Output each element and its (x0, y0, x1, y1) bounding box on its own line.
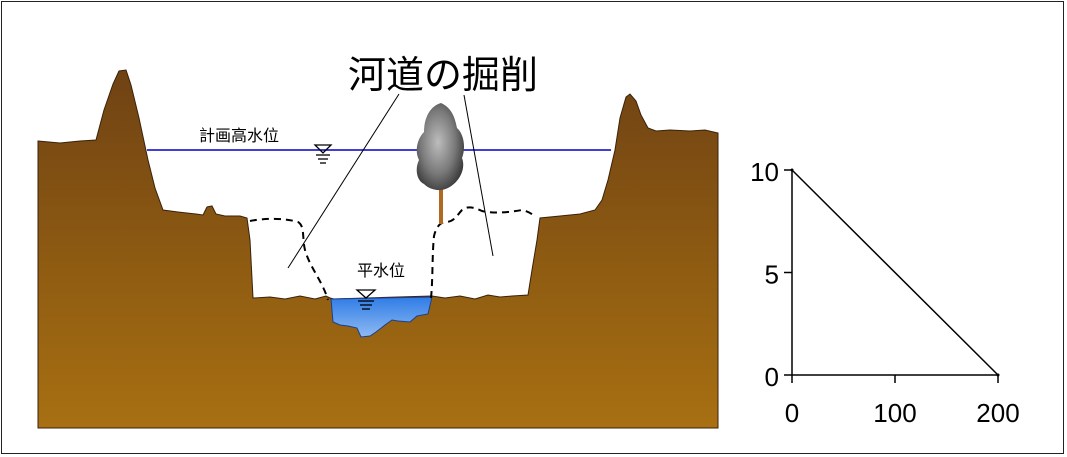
water-level-symbol-normal (355, 289, 377, 310)
normal-water-label: 平水位 (357, 261, 405, 280)
river-bank-terrain (37, 69, 719, 429)
y-tick-label: 10 (750, 157, 779, 187)
data-point (996, 373, 1000, 377)
x-tick-label: 200 (976, 398, 1019, 428)
x-tick-label: 0 (785, 398, 799, 428)
title-leader-line-right (463, 94, 494, 257)
original-riverbed-dashed-line-right (430, 206, 535, 299)
water-level-symbol-high (313, 144, 333, 164)
series-line (791, 169, 999, 376)
data-point (790, 168, 794, 172)
diagram-title: 河道の掘削 (348, 53, 538, 97)
y-tick-label: 0 (765, 362, 779, 392)
x-tick-label: 100 (873, 398, 916, 428)
normal-water-body (330, 296, 433, 338)
y-tick-label: 5 (765, 260, 779, 290)
original-riverbed-dashed-line (249, 217, 329, 301)
title-leader-line-left (287, 93, 400, 269)
tree-icon (416, 103, 465, 224)
high-water-label: 計画高水位 (199, 126, 279, 145)
